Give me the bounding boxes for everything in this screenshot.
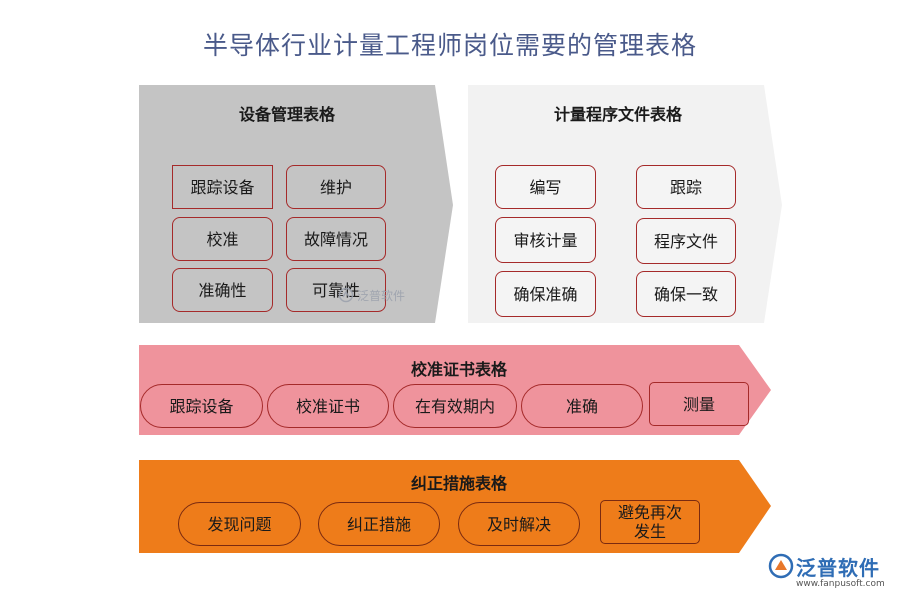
calibration-panel-title: 校准证书表格 xyxy=(410,360,507,379)
watermark-logo-icon xyxy=(338,287,354,303)
procedure-panel-title: 计量程序文件表格 xyxy=(553,105,682,124)
page-title: 半导体行业计量工程师岗位需要的管理表格 xyxy=(202,31,697,60)
corrective-item: 纠正措施 xyxy=(318,502,440,546)
calibration-item: 在有效期内 xyxy=(393,384,517,428)
equipment-panel-title: 设备管理表格 xyxy=(238,105,335,124)
corrective-item: 发现问题 xyxy=(178,502,301,546)
equipment-item: 准确性 xyxy=(172,268,273,312)
procedure-item: 编写 xyxy=(495,165,596,209)
brand-logo: 泛普软件 www.fanpusoft.com xyxy=(768,551,893,595)
brand-url: www.fanpusoft.com xyxy=(796,579,885,589)
calibration-item: 跟踪设备 xyxy=(140,384,263,428)
brand-name: 泛普软件 xyxy=(796,556,880,580)
equipment-item: 校准 xyxy=(172,217,273,261)
watermark-text: 泛普软件 xyxy=(357,288,406,303)
procedure-item: 审核计量 xyxy=(495,217,596,263)
watermark: 泛普软件 xyxy=(338,284,428,306)
corrective-item: 及时解决 xyxy=(458,502,580,546)
equipment-item: 维护 xyxy=(286,165,386,209)
corrective-panel-title: 纠正措施表格 xyxy=(410,474,507,493)
equipment-item: 故障情况 xyxy=(286,217,386,261)
procedure-item: 确保一致 xyxy=(636,271,736,317)
equipment-item: 跟踪设备 xyxy=(172,165,273,209)
calibration-item: 准确 xyxy=(521,384,643,428)
calibration-item: 测量 xyxy=(649,382,749,426)
procedure-item: 确保准确 xyxy=(495,271,596,317)
calibration-item: 校准证书 xyxy=(267,384,389,428)
procedure-item: 跟踪 xyxy=(636,165,736,209)
corrective-item: 避免再次发生 xyxy=(600,500,700,544)
procedure-item: 程序文件 xyxy=(636,218,736,264)
brand-logo-icon xyxy=(768,553,794,579)
equipment-item: 可靠性 xyxy=(286,268,386,312)
